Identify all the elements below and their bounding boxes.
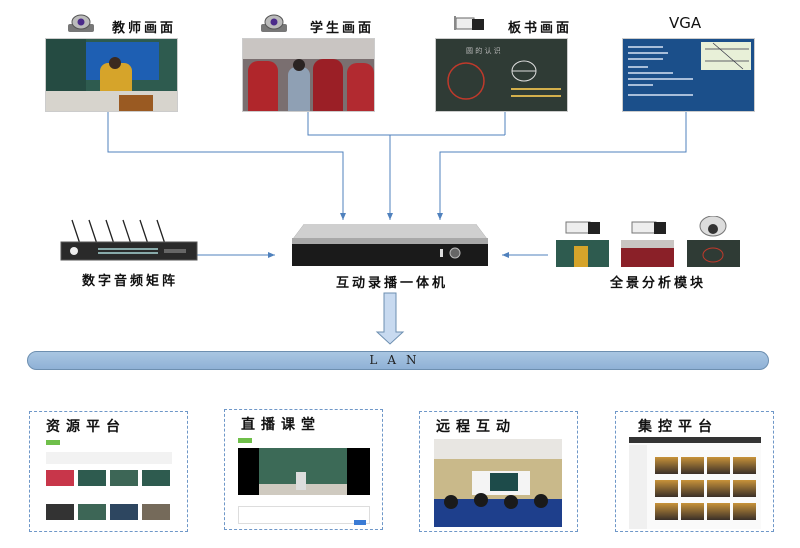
box-camera-icon (565, 221, 600, 234)
resource-platform-title: 资源平台 (46, 419, 126, 435)
resource-platform-panel: 资源平台 (29, 411, 188, 532)
analysis-module-image (556, 216, 742, 268)
svg-text:圆 的 认 识: 圆 的 认 识 (466, 46, 501, 55)
camera-feed-tile (707, 457, 730, 474)
control-platform-panel: 集控平台 (615, 411, 774, 532)
vga-connector (437, 110, 687, 220)
blackboard-view-label: 板书画面 (508, 21, 573, 36)
teacher-connector (107, 110, 346, 220)
resource-platform-screenshot (46, 440, 172, 528)
camera-feed-tile (655, 457, 678, 474)
box-camera-icon (631, 221, 666, 234)
remote-interaction-title: 远程互动 (436, 419, 516, 435)
lan-bus: LAN (27, 351, 769, 370)
camera-feed-tile (707, 503, 730, 520)
box-camera-icon (452, 13, 486, 37)
student-camera-icon (259, 14, 289, 38)
down-arrow (375, 292, 405, 345)
remote-interaction-photo (434, 439, 562, 527)
camera-feed-tile (681, 503, 704, 520)
camera-feed-tile (681, 457, 704, 474)
live-classroom-panel: 直播课堂 (224, 409, 383, 530)
teacher-camera-icon (66, 14, 96, 38)
camera-feed-tile (733, 480, 756, 497)
analysis-module-label: 全景分析模块 (610, 276, 707, 291)
recorder-label: 互动录播一体机 (336, 276, 449, 291)
remote-interaction-panel: 远程互动 (419, 411, 578, 532)
lan-label: LAN (369, 353, 427, 367)
camera-feed-tile (655, 480, 678, 497)
camera-feed-tile (681, 480, 704, 497)
live-classroom-screenshot (238, 438, 370, 526)
student-connector (307, 110, 393, 220)
control-platform-title: 集控平台 (638, 419, 718, 435)
vga-label: VGA (669, 14, 702, 32)
recorder-device-image (290, 222, 490, 274)
control-platform-screenshot (629, 437, 761, 529)
audio-matrix-device-image (60, 218, 200, 268)
student-view-label: 学生画面 (310, 21, 375, 36)
live-classroom-title: 直播课堂 (241, 417, 321, 433)
audio-matrix-label: 数字音频矩阵 (82, 274, 179, 289)
teacher-view-label: 教师画面 (112, 21, 177, 36)
teacher-view-thumbnail (45, 38, 178, 112)
dome-camera-icon (699, 216, 727, 237)
student-view-thumbnail (242, 38, 375, 112)
vga-view-thumbnail (622, 38, 755, 112)
camera-feed-tile (707, 480, 730, 497)
camera-feed-tile (733, 457, 756, 474)
blackboard-view-thumbnail: 圆 的 认 识 (435, 38, 568, 112)
camera-feed-tile (655, 503, 678, 520)
camera-feed-tile (733, 503, 756, 520)
